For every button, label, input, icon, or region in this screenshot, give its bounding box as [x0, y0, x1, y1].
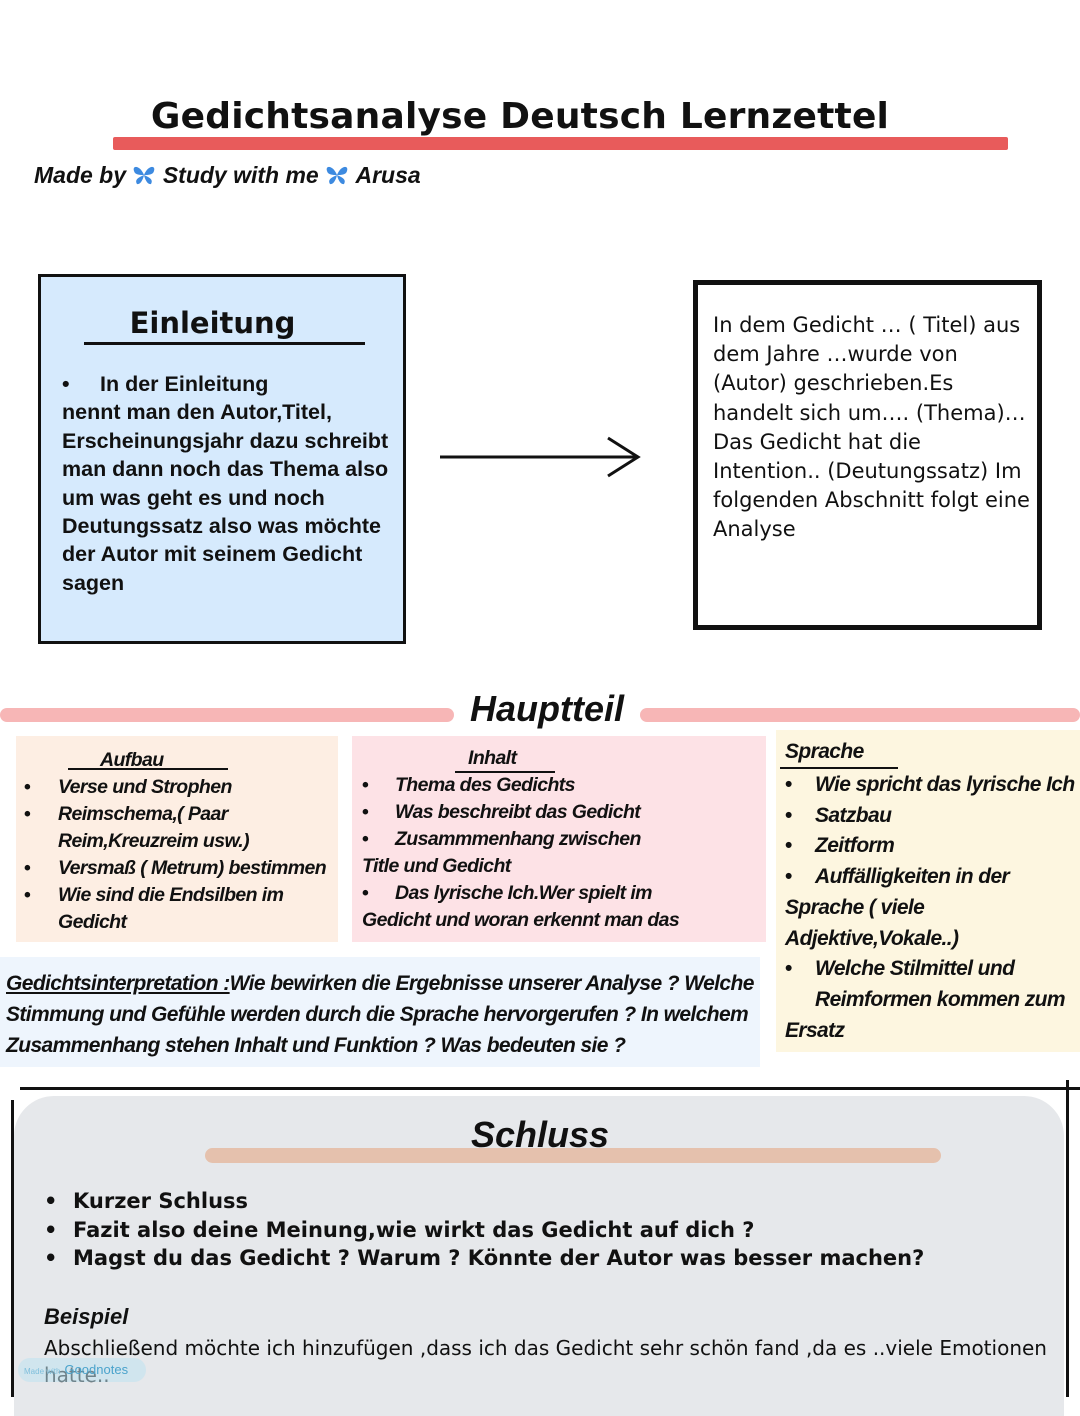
einleitung-box	[38, 274, 406, 644]
list-item: Satzbau	[785, 801, 1080, 832]
einleitung-text: • In der Einleitung nennt man den Autor,T…	[62, 370, 392, 597]
schluss-heading: Schluss	[470, 1114, 610, 1155]
list-item: Wie spricht das lyrische Ich	[785, 770, 1080, 801]
page-title: Gedichtsanalyse Deutsch Lernzettel	[150, 96, 890, 137]
butterfly-icon	[325, 162, 355, 188]
interpretation-body: Wie bewirken die Ergebnisse unserer Anal…	[6, 972, 754, 1057]
divider-line	[1066, 1080, 1069, 1397]
einleitung-heading: Einleitung	[129, 306, 296, 340]
credit-author: Arusa	[355, 162, 421, 188]
einleitung-body: nennt man den Autor,Titel, Erscheinungsj…	[62, 400, 389, 595]
watermark-small: Made with	[24, 1367, 61, 1376]
einleitung-first-line: In der Einleitung	[100, 372, 269, 396]
credit-line: Made by Study with me Arusa	[34, 162, 421, 189]
list-item: Reimschema,( Paar Reim,Kreuzreim usw.)	[16, 801, 336, 855]
interpretation-text: Gedichtsinterpretation :Wie bewirken die…	[6, 968, 756, 1061]
interpretation-panel	[0, 957, 760, 1067]
list-item: Wie sind die Endsilben im Gedicht	[16, 882, 336, 936]
sprache-list: Wie spricht das lyrische Ich Satzbau Zei…	[785, 770, 1080, 1046]
list-item: Kurzer Schluss	[44, 1187, 1044, 1216]
list-item: Thema des Gedichts	[362, 772, 766, 799]
list-item: Welche Stilmittel und Reimformen kommen …	[785, 954, 1080, 1015]
list-item-continuation: Gedicht und woran erkennt man das	[362, 909, 680, 931]
list-item: Auffälligkeiten in der	[785, 862, 1080, 893]
beispiel-heading: Beispiel	[44, 1304, 129, 1329]
list-item-continuation: Sprache ( viele Adjektive,Vokale..)	[785, 895, 959, 950]
aufbau-underline	[68, 768, 228, 770]
hauptteil-bar-right	[640, 708, 1080, 722]
schluss-list: Kurzer Schluss Fazit also deine Meinung,…	[44, 1187, 1044, 1273]
aufbau-list: Verse und Strophen Reimschema,( Paar Rei…	[16, 774, 336, 936]
divider-line	[20, 1087, 1080, 1090]
example-box	[693, 280, 1042, 630]
beispiel-text: Abschließend möchte ich hinzufügen ,dass…	[44, 1336, 1047, 1387]
inhalt-list: Thema des Gedichts Was beschreibt das Ge…	[362, 772, 766, 934]
sprache-underline	[780, 767, 898, 769]
list-item: Zusammmenhang zwischen	[362, 826, 766, 853]
list-item: Versmaß ( Metrum) bestimmen	[16, 855, 336, 882]
butterfly-icon	[132, 162, 162, 188]
example-text: In dem Gedicht … ( Titel) aus dem Jahre …	[713, 313, 1030, 542]
title-underline-bar	[113, 137, 1008, 150]
list-item: Was beschreibt das Gedicht	[362, 799, 766, 826]
hauptteil-heading: Hauptteil	[469, 688, 624, 729]
hauptteil-bar-left	[0, 708, 454, 722]
watermark-brand: Goodnotes	[64, 1362, 129, 1377]
list-item: Verse und Strophen	[16, 774, 336, 801]
inhalt-heading: Inhalt	[468, 747, 517, 769]
list-item: Magst du das Gedicht ? Warum ? Könnte de…	[44, 1244, 1044, 1273]
schluss-underline-bar	[205, 1148, 941, 1163]
credit-middle: Study with me	[162, 162, 319, 188]
einleitung-underline	[84, 342, 365, 345]
credit-prefix: Made by	[34, 162, 127, 188]
list-item-continuation: Title und Gedicht	[362, 855, 511, 877]
list-item-continuation: Ersatz	[785, 1018, 845, 1042]
right-arrow-icon	[438, 432, 648, 487]
aufbau-heading: Aufbau	[100, 749, 164, 771]
bullet: •	[62, 372, 70, 396]
list-item: Fazit also deine Meinung,wie wirkt das G…	[44, 1216, 1044, 1245]
list-item: Das lyrische Ich.Wer spielt im	[362, 880, 766, 907]
list-item: Zeitform	[785, 831, 1080, 862]
interpretation-label: Gedichtsinterpretation :	[6, 972, 230, 995]
divider-line	[11, 1100, 14, 1397]
sprache-heading: Sprache	[785, 740, 864, 763]
